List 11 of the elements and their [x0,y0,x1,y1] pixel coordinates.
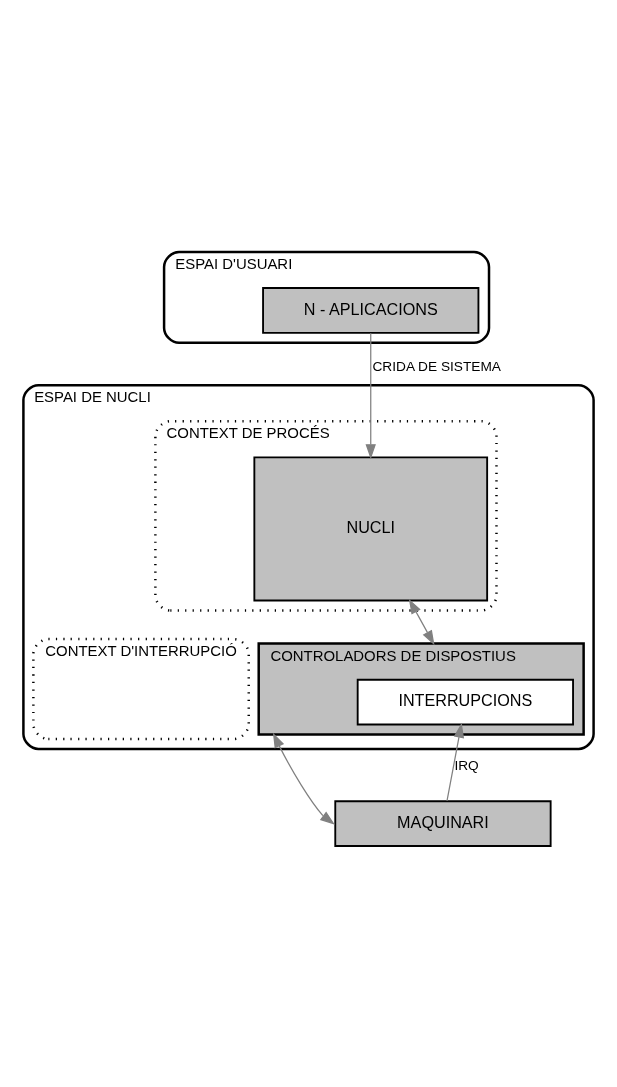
arrow [446,722,465,801]
node-box: MAQUINARI [334,799,552,847]
node-box: NUCLI [253,455,489,601]
edge-label: IRQ [454,757,479,773]
node-box: CONTEXT D'INTERRUPCIÓ [32,637,250,740]
arrow [408,598,435,645]
arrow [365,332,376,459]
edge-label: CRIDA DE SISTEMA [372,358,501,374]
node-box: INTERRUPCIONS [356,678,574,725]
node-box: N - APLICACIONS [262,286,480,334]
arrow [272,732,335,825]
